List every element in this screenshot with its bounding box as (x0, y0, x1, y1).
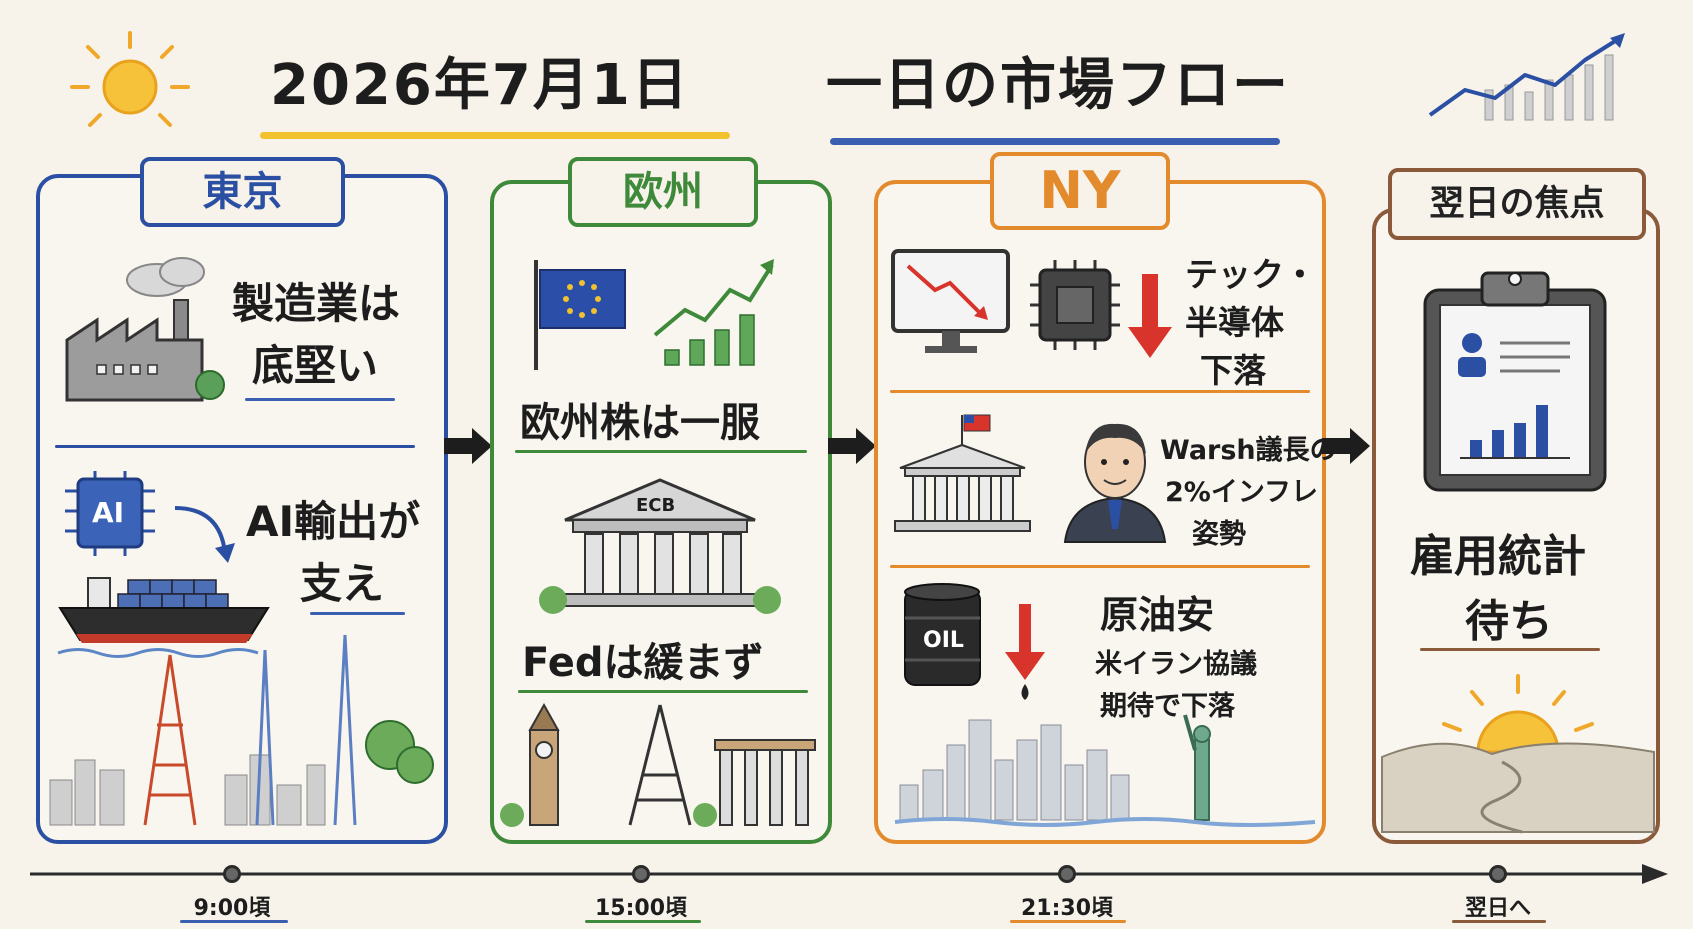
curved-arrow-icon (174, 506, 235, 563)
fed-building-icon (894, 414, 1031, 532)
europe-landmarks-icon (500, 702, 816, 827)
container-ship-icon (57, 577, 270, 658)
oil-down-arrow-icon (1005, 604, 1045, 700)
ny-warsh-line3: 姿勢 (1192, 519, 1246, 550)
sunrise-landscape-icon (1381, 674, 1655, 834)
ai-chip-icon (65, 471, 155, 556)
europe-fed-underline (518, 690, 808, 693)
europe-fed-text: Fedは緩まず (522, 640, 764, 686)
tokyo-divider (55, 445, 415, 448)
next-employment-line1: 雇用統計 (1410, 531, 1586, 582)
falling-monitor-icon (891, 249, 1010, 353)
next-employment-underline (1420, 648, 1600, 651)
arrow-tokyo-to-europe (444, 428, 492, 464)
tokyo-manufacturing-underline (245, 398, 395, 401)
title-flow-underline (830, 138, 1280, 145)
ai-chip-label: AI (92, 496, 125, 529)
ny-oil-line1: 原油安 (1100, 593, 1215, 637)
tokyo-tab-label: 東京 (202, 169, 283, 215)
timeline-label-tokyo: 9:00頃 (193, 896, 271, 921)
ny-warsh-line1: Warsh議長の (1160, 435, 1337, 466)
ny-tech-line2: 半導体 (1185, 303, 1284, 342)
timeline-underline-europe (585, 920, 701, 923)
next-employment-line2: 待ち (1465, 596, 1553, 647)
next-tab-label: 翌日の焦点 (1429, 184, 1605, 224)
clipboard-report-icon (1423, 271, 1607, 492)
timeline-underline-next (1452, 920, 1546, 923)
ny-skyline-icon (894, 714, 1316, 827)
europe-stocks-text: 欧州株は一服 (520, 400, 760, 446)
ny-oil-line3: 期待で下落 (1100, 691, 1235, 722)
timeline-dot-tokyo (223, 865, 241, 883)
ny-oil-line2: 米イラン協議 (1095, 649, 1257, 680)
semiconductor-chip-icon (1030, 260, 1120, 350)
green-rising-chart-icon (653, 259, 774, 366)
tokyo-ai-export-line1: AI輸出が (246, 497, 421, 546)
title-date-underline (260, 132, 730, 139)
title-flow: 一日の市場フロー (826, 53, 1290, 118)
down-arrow-icon (1128, 274, 1172, 358)
sun-icon (70, 31, 190, 127)
timeline-label-europe: 15:00頃 (594, 896, 688, 921)
ny-warsh-line2: 2%インフレ (1165, 477, 1319, 508)
europe-tab-label: 欧州 (623, 169, 703, 215)
ny-tech-line1: テック・ (1185, 255, 1317, 294)
ny-divider-1 (890, 390, 1310, 393)
oil-barrel-icon (904, 583, 981, 686)
ny-tech-line3: 下落 (1200, 351, 1266, 390)
tokyo-skyline-icon (49, 634, 434, 826)
ny-tab: NY (990, 152, 1170, 230)
ecb-label: ECB (636, 495, 676, 516)
ny-divider-2 (890, 565, 1310, 568)
chairman-portrait-icon (1063, 423, 1167, 543)
europe-divider (515, 450, 807, 453)
timeline-label-ny: 21:30頃 (1020, 896, 1114, 921)
timeline-dot-europe (632, 865, 650, 883)
ecb-building-icon (539, 478, 781, 614)
arrow-ny-to-next (1322, 428, 1370, 464)
page-title: 2026年7月1日 一日の市場フロー (260, 40, 1320, 145)
ny-tab-label: NY (1039, 161, 1121, 221)
rising-chart-icon (1428, 33, 1625, 121)
eu-flag-icon (534, 260, 626, 370)
timeline-axis (30, 864, 1668, 884)
next-tab: 翌日の焦点 (1388, 168, 1646, 240)
tokyo-manufacturing-line1: 製造業は (232, 279, 401, 328)
tokyo-tab: 東京 (140, 157, 345, 227)
timeline-label-next: 翌日へ (1464, 896, 1531, 921)
europe-tab: 欧州 (568, 157, 758, 227)
tokyo-ai-export-underline (310, 612, 405, 615)
timeline-underline-ny (1010, 920, 1126, 923)
tokyo-manufacturing-line2: 底堅い (252, 341, 379, 390)
timeline-dot-ny (1058, 865, 1076, 883)
timeline-dot-next (1489, 865, 1507, 883)
title-date: 2026年7月1日 (270, 53, 690, 118)
timeline-underline-tokyo (180, 920, 288, 923)
tokyo-ai-export-line2: 支え (300, 559, 385, 608)
factory-icon (65, 257, 225, 402)
arrow-europe-to-ny (828, 428, 876, 464)
oil-barrel-label: OIL (923, 628, 964, 653)
